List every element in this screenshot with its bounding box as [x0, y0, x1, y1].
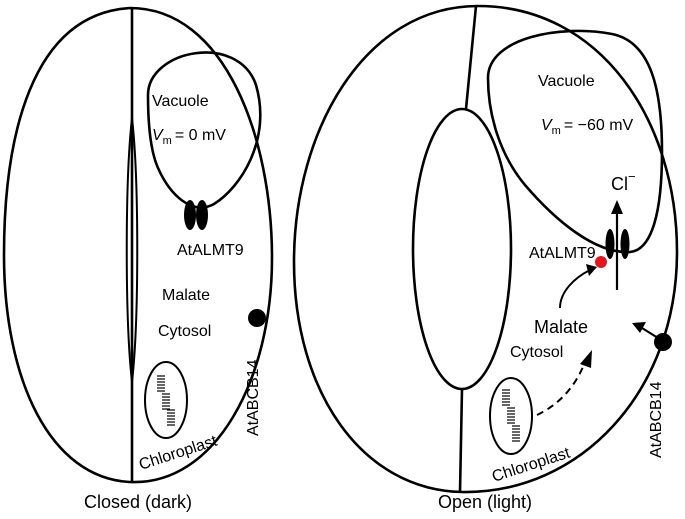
open-atabcb14-transporter [654, 333, 672, 351]
open-malate-import-arrowhead [632, 322, 646, 333]
open-malate-production-arrow [536, 361, 586, 416]
open-malate-activation-arrowhead [586, 264, 597, 276]
open-malate-production-arrowhead [580, 350, 592, 368]
closed-atalmt9-label: AtALMT9 [177, 242, 244, 259]
open-vacuole-label: Vacuole [538, 73, 595, 90]
open-atalmt9-label: AtALMT9 [529, 245, 596, 262]
open-ventral-wall-bottom [458, 388, 464, 493]
closed-membrane-potential: Vm= 0 mV [152, 127, 226, 147]
closed-atalmt9-channel [184, 200, 208, 230]
open-atabcb14-label: AtABCB14 [648, 381, 665, 458]
closed-malate-label: Malate [162, 287, 210, 304]
open-malate-activation-arrow [559, 269, 591, 309]
closed-chloroplast [144, 361, 188, 439]
closed-vacuole [146, 51, 262, 209]
open-stoma-panel: Vacuole Vm= −60 mV Cl− AtALMT9 Malate Cy… [292, 4, 679, 512]
open-malate-import-arrow [641, 327, 659, 339]
closed-pore-slit [125, 117, 139, 383]
open-atalmt9-channel [605, 229, 630, 259]
closed-vacuole-label: Vacuole [152, 93, 209, 110]
open-chloroplast [489, 377, 533, 455]
closed-atabcb14-transporter [248, 309, 266, 327]
open-membrane-potential: Vm= −60 mV [541, 117, 634, 137]
closed-panel-caption: Closed (dark) [84, 492, 192, 512]
closed-cytosol-label: Cytosol [158, 323, 211, 340]
open-guard-cell-outline [292, 4, 679, 494]
open-vacuole [486, 29, 664, 254]
closed-chloroplast-label: Chloroplast [137, 432, 220, 473]
open-malate-label: Malate [534, 317, 588, 337]
open-pore [411, 107, 513, 391]
open-ventral-wall-top [464, 5, 478, 110]
open-malate-binding-dot [595, 256, 607, 268]
open-chloride-ion-label: Cl− [611, 169, 636, 194]
closed-atabcb14-label: AtABCB14 [245, 359, 262, 436]
closed-stoma-panel: Vacuole Vm= 0 mV AtALMT9 Malate Cytosol … [2, 6, 274, 512]
open-cytosol-label: Cytosol [510, 344, 563, 361]
open-chloride-arrowhead [611, 200, 623, 214]
open-panel-caption: Open (light) [438, 492, 532, 512]
